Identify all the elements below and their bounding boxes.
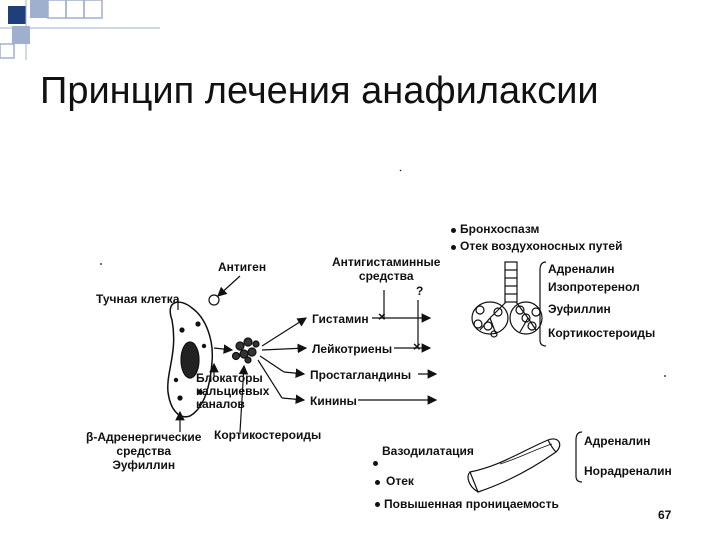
label-lung-drug-2: Изопротеренол: [548, 280, 640, 294]
label-vessel-effect-permeability: Повышенная проницаемость: [384, 497, 559, 511]
antigen-particle: [208, 294, 220, 306]
label-mast-cell: Тучная клетка: [96, 292, 180, 306]
bullet: [451, 245, 456, 250]
label-lung-effect-edema: Отек воздухоносных путей: [460, 239, 623, 253]
block-mark-leukotrienes: ×: [413, 339, 421, 354]
bullet: [375, 480, 380, 485]
corner-square: [83, 0, 103, 19]
granule-cluster: [231, 337, 260, 364]
label-question: ?: [416, 284, 424, 298]
slide-title: Принцип лечения анафилаксии: [40, 70, 599, 112]
bullet: [375, 502, 380, 507]
bronchial-tree: [471, 261, 543, 338]
page-number: 67: [658, 508, 672, 522]
block-mark-histamine: ×: [378, 309, 386, 324]
corner-decoration: [0, 0, 160, 60]
label-lung-drug-4: Кортикостероиды: [548, 326, 656, 340]
label-calcium-blockers: Блокаторы кальциевых каналов: [196, 371, 270, 411]
label-vessel-effect-vasodilation: Вазодилатация: [382, 444, 474, 458]
label-mediator-leukotrienes: Лейкотриены: [312, 342, 393, 356]
corner-square: [8, 6, 26, 24]
mast-cell-shape: [167, 301, 214, 418]
label-lung-drug-3: Эуфиллин: [548, 302, 611, 316]
label-antigen: Антиген: [218, 260, 267, 274]
label-vessel-drug-2: Норадреналин: [584, 464, 672, 478]
label-corticosteroids-left: Кортикостероиды: [214, 428, 322, 442]
label-lung-effect-bronchospasm: Бронхоспазм: [460, 222, 540, 236]
label-vessel-drug-1: Адреналин: [584, 434, 651, 448]
bullet: [451, 228, 456, 233]
label-mediator-histamine: Гистамин: [312, 312, 369, 326]
bullet: [373, 461, 378, 466]
label-mediator-prostaglandins: Простагландины: [310, 368, 412, 382]
label-lung-drug-1: Адреналин: [548, 262, 615, 276]
mast-cell-nucleus: [180, 341, 200, 379]
blood-vessel: [467, 438, 561, 493]
label-mediator-kinins: Кинины: [310, 394, 357, 408]
label-vessel-effect-edema: Отек: [386, 474, 414, 488]
label-antihistamines: Антигистаминные средства: [332, 255, 441, 283]
corner-square: [0, 43, 15, 59]
label-beta-agents: β-Адренергические средства Эуфиллин: [86, 430, 202, 472]
corner-square: [30, 0, 48, 18]
